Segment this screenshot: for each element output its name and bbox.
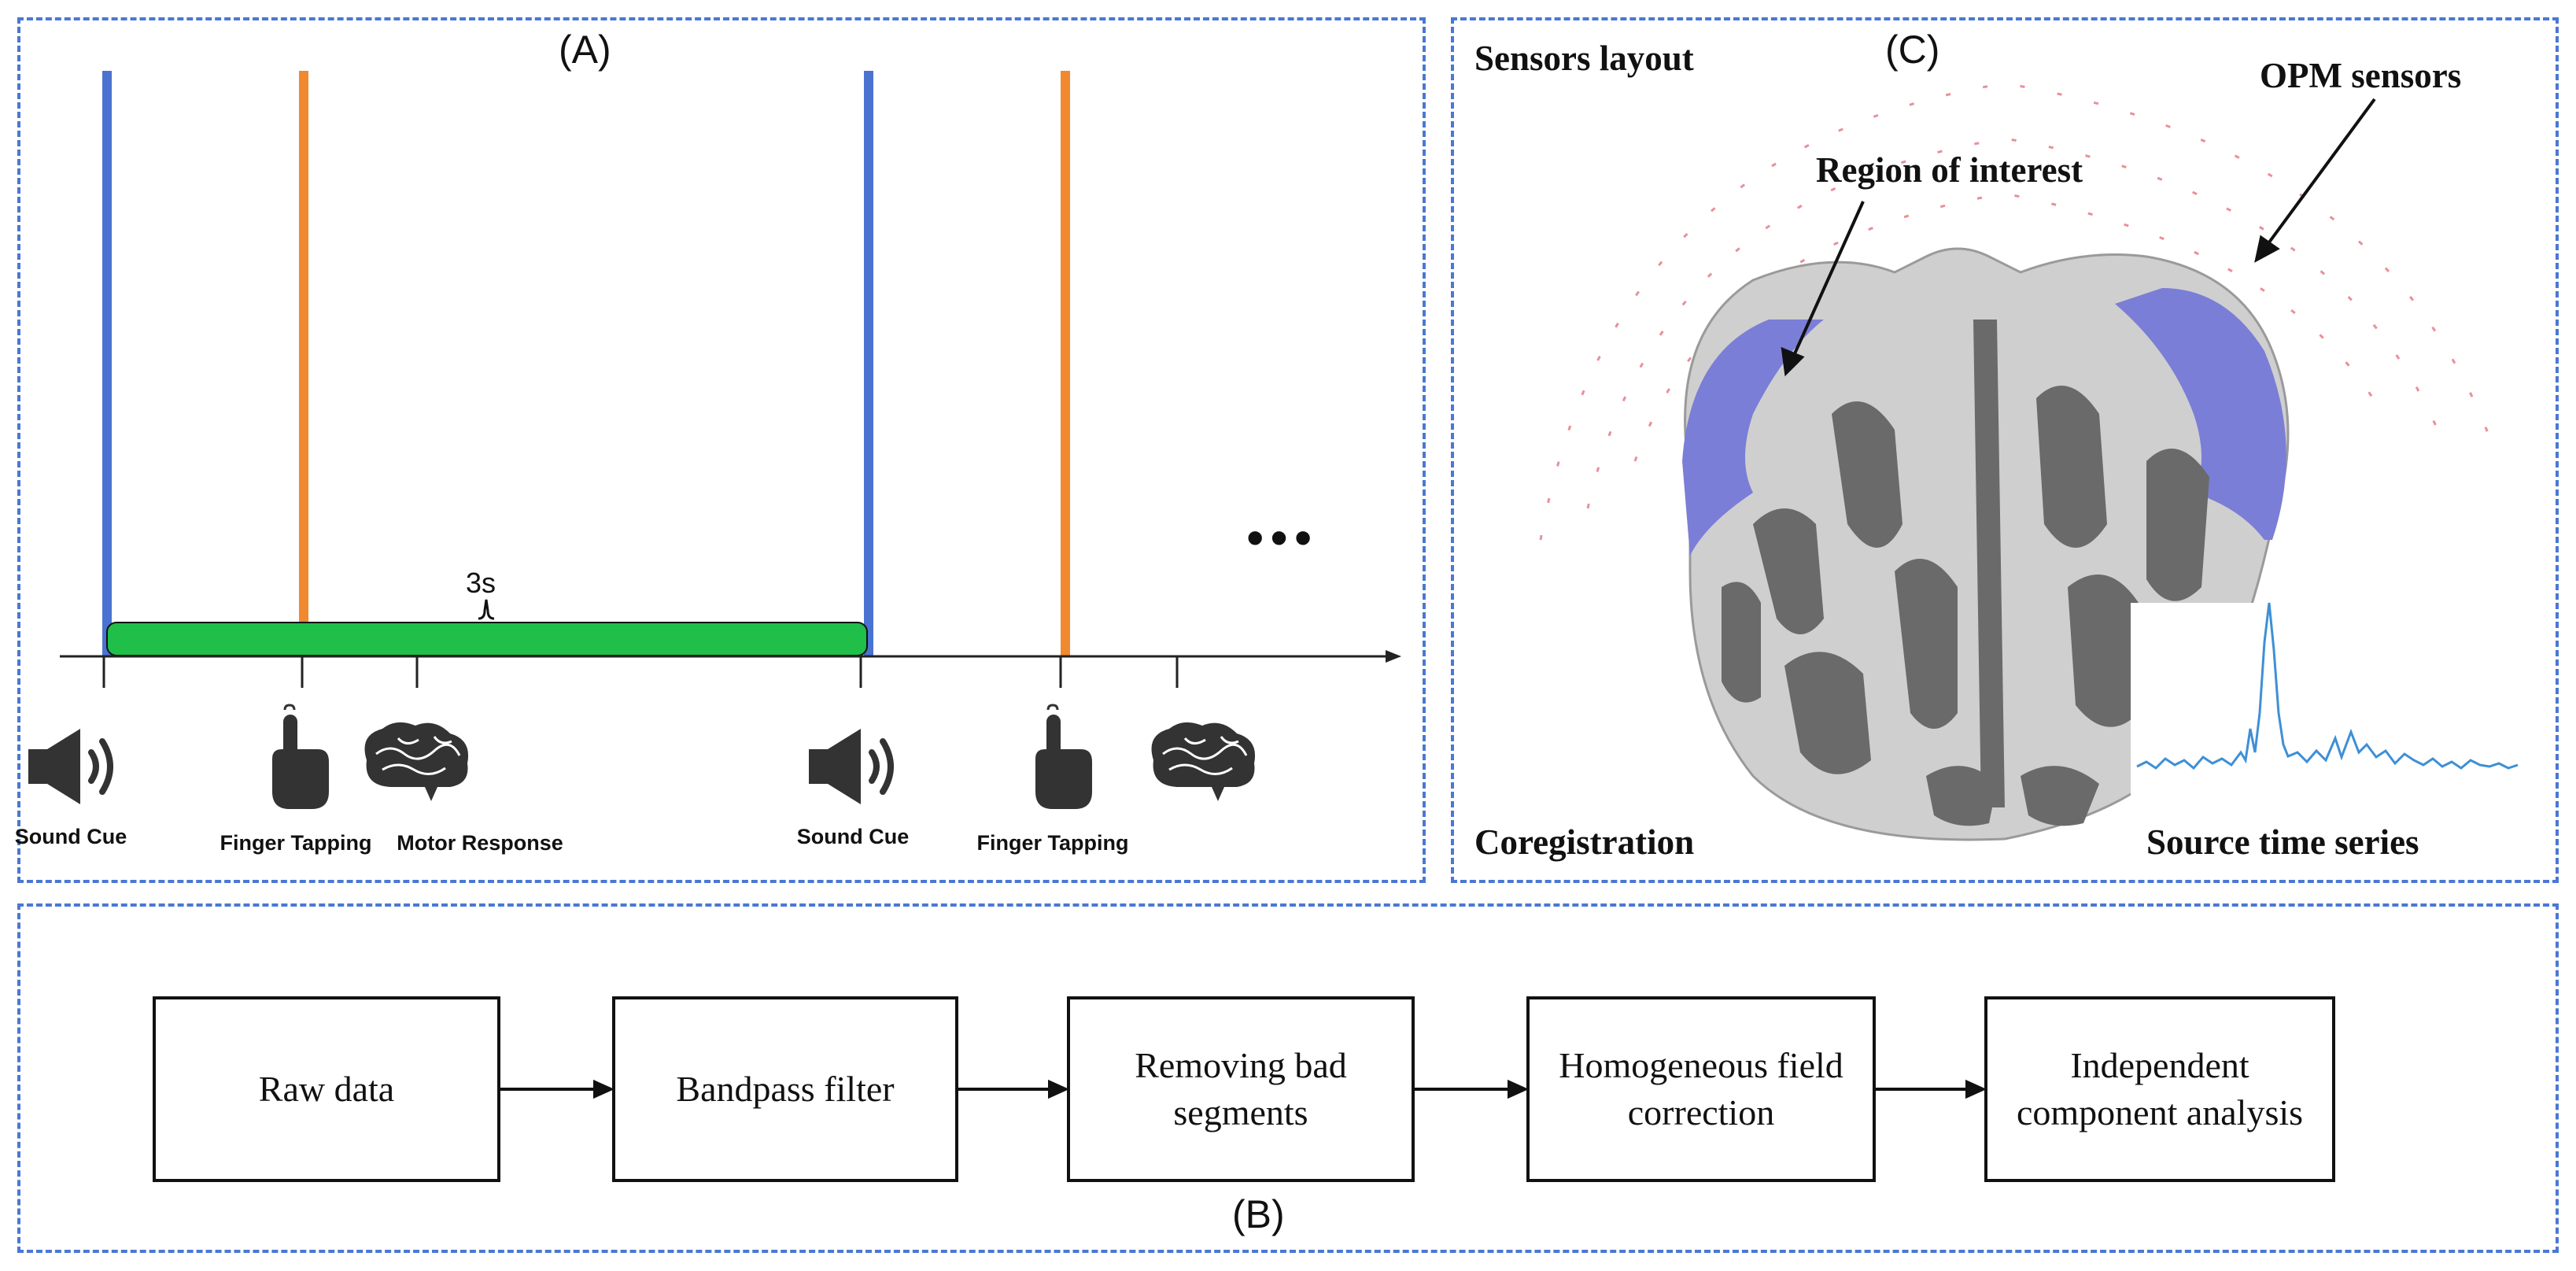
step-bandpass-filter: Bandpass filter bbox=[612, 996, 958, 1182]
timeline-graphic bbox=[28, 71, 1401, 809]
icon-label-sound-cue: Sound Cue bbox=[14, 825, 127, 848]
sound-cue-bar-2 bbox=[864, 71, 873, 656]
icon-label-finger-tapping: Finger Tapping bbox=[220, 831, 372, 855]
time-series-inset bbox=[2131, 603, 2524, 839]
step-homogeneous-field-correction: Homogeneous field correction bbox=[1526, 996, 1876, 1182]
source-time-series-label: Source time series bbox=[2146, 822, 2419, 862]
brain-icon bbox=[364, 722, 469, 801]
source-time-series-trace bbox=[2136, 602, 2519, 770]
icon-label-sound-cue: Sound Cue bbox=[796, 825, 910, 848]
step-line: Removing bad bbox=[1135, 1045, 1347, 1086]
step-line: Homogeneous field bbox=[1559, 1045, 1843, 1086]
step-line: Bandpass filter bbox=[676, 1069, 895, 1110]
step-line: Independent bbox=[2070, 1045, 2249, 1086]
speaker-icon bbox=[28, 729, 113, 804]
interval-brace bbox=[478, 599, 495, 620]
sensors-layout-label: Sensors layout bbox=[1474, 39, 1694, 78]
panel-a-label: (A) bbox=[559, 28, 611, 72]
finger-tapping-bar-2 bbox=[1061, 71, 1070, 656]
icon-label-motor-response: Motor Response bbox=[397, 831, 563, 855]
ellipsis: ••• bbox=[1246, 509, 1319, 566]
panel-c-source-analysis: (C) bbox=[1451, 17, 2559, 883]
interval-duration-label: 3s bbox=[466, 567, 496, 599]
step-independent-component-analysis: Independent component analysis bbox=[1984, 996, 2335, 1182]
opm-arrow bbox=[2263, 98, 2376, 250]
step-line: correction bbox=[1627, 1092, 1775, 1132]
pipeline-arrows bbox=[500, 1079, 1987, 1099]
pointing-finger-icon bbox=[1035, 704, 1092, 809]
region-of-interest-label: Region of interest bbox=[1816, 150, 2083, 190]
step-removing-bad-segments: Removing bad segments bbox=[1067, 996, 1415, 1182]
opm-sensor-marks bbox=[1539, 82, 2494, 541]
panel-b-label: (B) bbox=[1232, 1192, 1285, 1236]
step-raw-data: Raw data bbox=[153, 996, 500, 1182]
coregistration-label: Coregistration bbox=[1474, 822, 1695, 862]
speaker-icon bbox=[809, 729, 894, 804]
time-axis-arrowhead bbox=[1386, 650, 1401, 663]
source-analysis-graphic bbox=[1539, 82, 2524, 841]
brain-icon bbox=[1151, 722, 1256, 801]
finger-tapping-bar-1 bbox=[299, 71, 308, 656]
annotation-arrows bbox=[1781, 98, 2376, 377]
panel-a-trial-timeline: (A) bbox=[14, 17, 1426, 883]
step-line: segments bbox=[1173, 1092, 1308, 1132]
sound-cue-bar-1 bbox=[102, 71, 112, 656]
opm-sensors-label: OPM sensors bbox=[2260, 56, 2462, 95]
panel-c-label: (C) bbox=[1885, 28, 1940, 72]
step-line: component analysis bbox=[2016, 1092, 2304, 1132]
roi-arrow bbox=[1791, 201, 1865, 360]
step-line: Raw data bbox=[258, 1069, 395, 1110]
panel-b-preprocessing-pipeline: Raw data Bandpass filter Removing bad se… bbox=[17, 903, 2559, 1253]
interval-bar bbox=[106, 622, 868, 656]
pointing-finger-icon bbox=[272, 704, 329, 809]
icon-label-finger-tapping: Finger Tapping bbox=[976, 831, 1129, 855]
